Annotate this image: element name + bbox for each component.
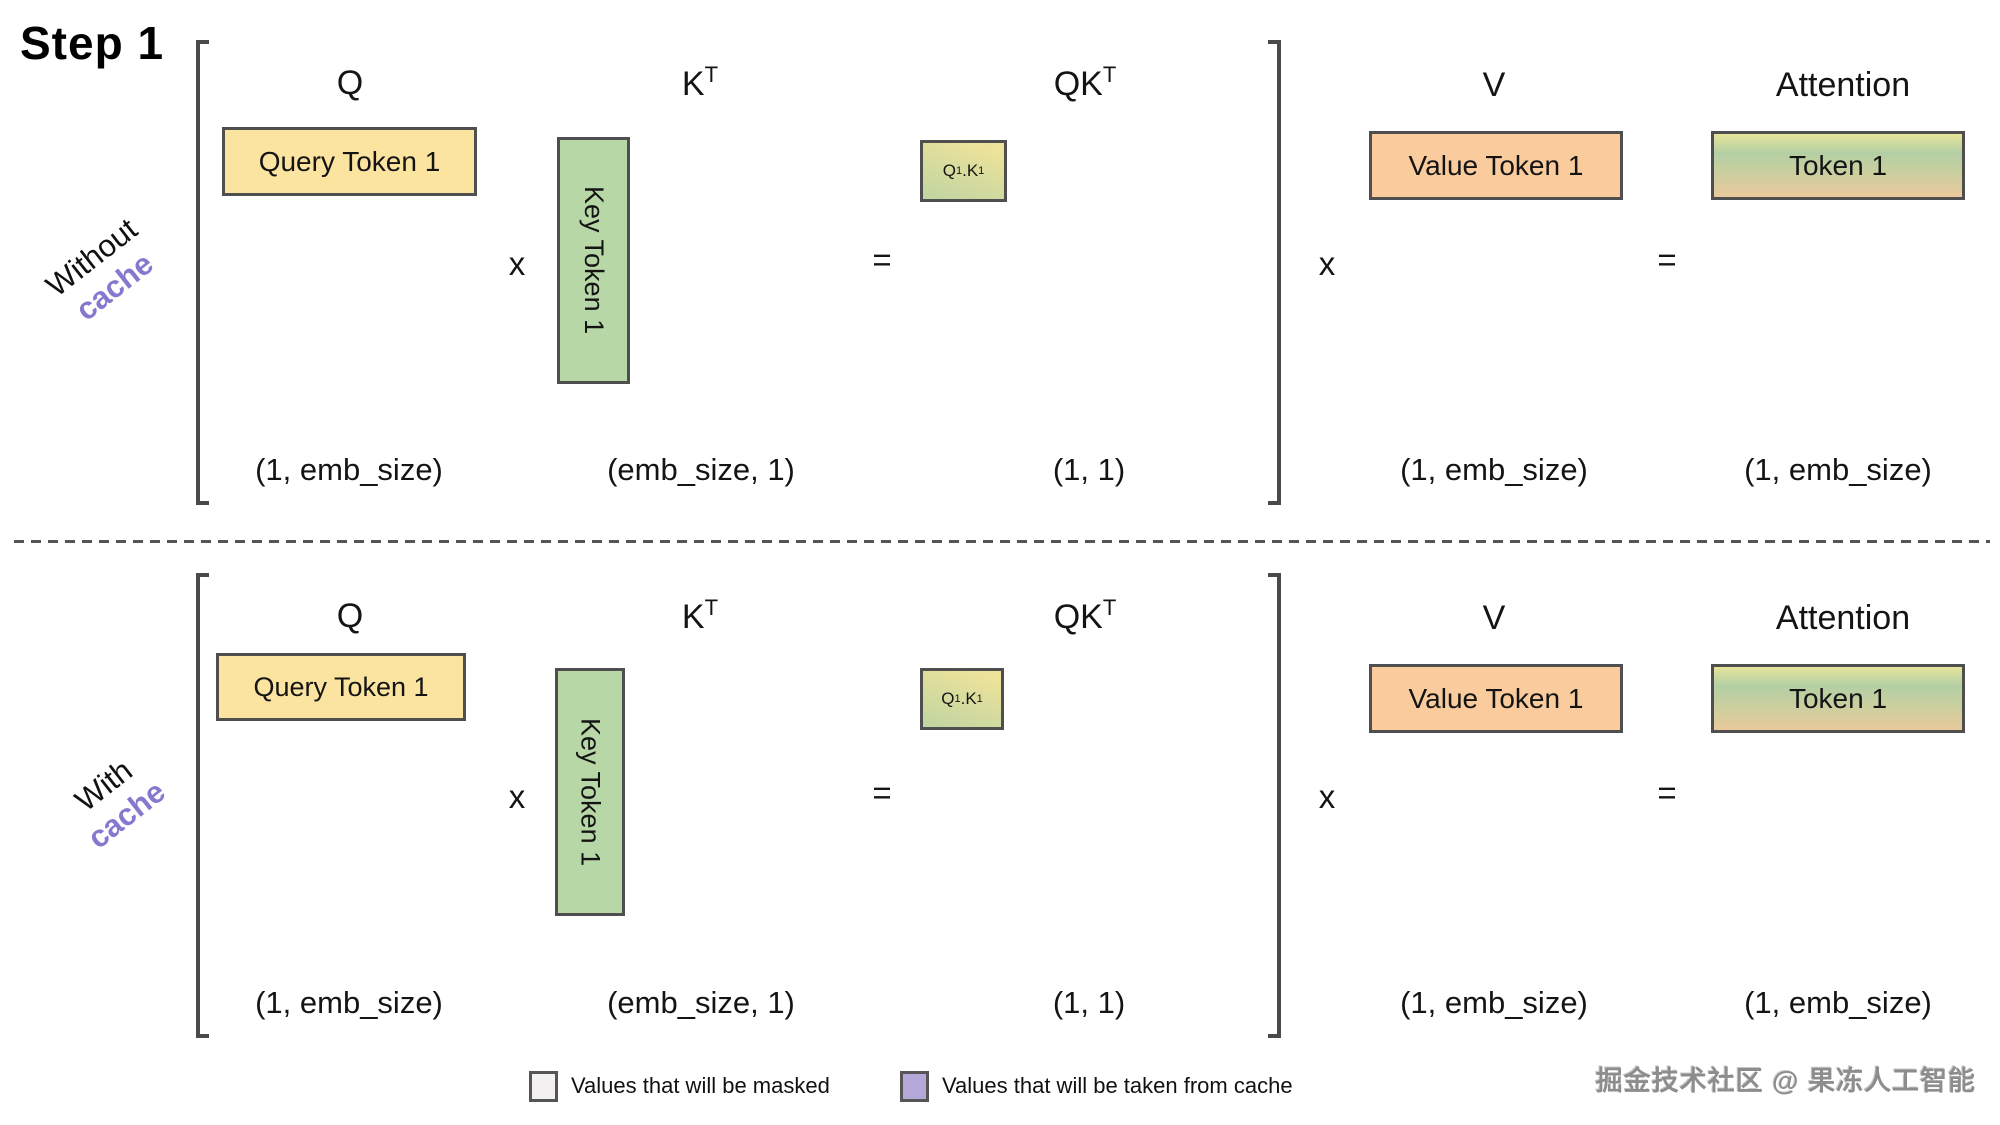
query-token-box: Query Token 1 <box>222 127 477 196</box>
close-bracket-icon <box>1268 573 1281 1038</box>
k-transpose-header: KT <box>681 595 719 636</box>
watermark: 掘金技术社区 @ 果冻人工智能 <box>1595 1066 1976 1096</box>
key-token-label: Key Token 1 <box>575 717 606 867</box>
close-bracket-icon <box>1268 40 1281 505</box>
dim-qk: (1, 1) <box>1052 452 1126 487</box>
q-matrix-header: Q <box>336 64 364 102</box>
value-token-box: Value Token 1 <box>1369 664 1623 733</box>
row-with-cache: With cache Q Query Token 1 x KT Key Toke… <box>0 533 2000 1045</box>
dim-query: (1, emb_size) <box>255 452 443 487</box>
equals-operator: = <box>872 241 892 278</box>
legend-swatch-masked <box>529 1071 558 1102</box>
equals-operator-2: = <box>1657 774 1677 811</box>
dim-key: (emb_size, 1) <box>607 452 795 487</box>
legend-swatch-cache <box>900 1071 929 1102</box>
dim-query: (1, emb_size) <box>255 985 443 1020</box>
k-transpose-header: KT <box>681 62 719 103</box>
legend: Values that will be masked Values that w… <box>529 1066 1429 1108</box>
query-token-box: Query Token 1 <box>216 653 466 721</box>
attention-token-box: Token 1 <box>1711 131 1965 200</box>
legend-label-cache: Values that will be taken from cache <box>942 1073 1293 1098</box>
dashed-divider <box>14 540 1990 543</box>
dim-attention: (1, emb_size) <box>1744 985 1932 1020</box>
equals-operator-2: = <box>1657 241 1677 278</box>
v-matrix-header: V <box>1482 66 1506 104</box>
dim-value: (1, emb_size) <box>1400 985 1588 1020</box>
q-matrix-header: Q <box>336 597 364 635</box>
value-token-box: Value Token 1 <box>1369 131 1623 200</box>
step-title: Step 1 <box>20 17 165 69</box>
multiply-operator-2: x <box>1318 778 1336 815</box>
multiply-operator: x <box>508 245 526 282</box>
key-token-label: Key Token 1 <box>579 186 609 335</box>
row-without-cache: Without cache Q Query Token 1 x KT Key T… <box>0 0 2000 512</box>
dim-key: (emb_size, 1) <box>607 985 795 1020</box>
multiply-operator-2: x <box>1318 245 1336 282</box>
open-bracket-icon <box>196 40 209 505</box>
dim-value: (1, emb_size) <box>1400 452 1588 487</box>
multiply-operator: x <box>508 778 526 815</box>
dim-qk: (1, 1) <box>1052 985 1126 1020</box>
attention-header: Attention <box>1775 599 1911 637</box>
open-bracket-icon <box>196 573 209 1038</box>
dim-attention: (1, emb_size) <box>1744 452 1932 487</box>
legend-label-masked: Values that will be masked <box>571 1073 830 1098</box>
attention-header: Attention <box>1775 66 1911 104</box>
qk-transpose-header: QKT <box>1053 62 1117 103</box>
side-label-with-cache: With cache <box>17 712 212 887</box>
qk-transpose-header: QKT <box>1053 595 1117 636</box>
v-matrix-header: V <box>1482 599 1506 637</box>
attention-token-box: Token 1 <box>1711 664 1965 733</box>
equals-operator: = <box>872 774 892 811</box>
side-label-without-cache: Without cache <box>5 184 200 359</box>
key-token-box: Key Token 1 <box>557 137 630 384</box>
key-token-box: Key Token 1 <box>555 668 625 916</box>
